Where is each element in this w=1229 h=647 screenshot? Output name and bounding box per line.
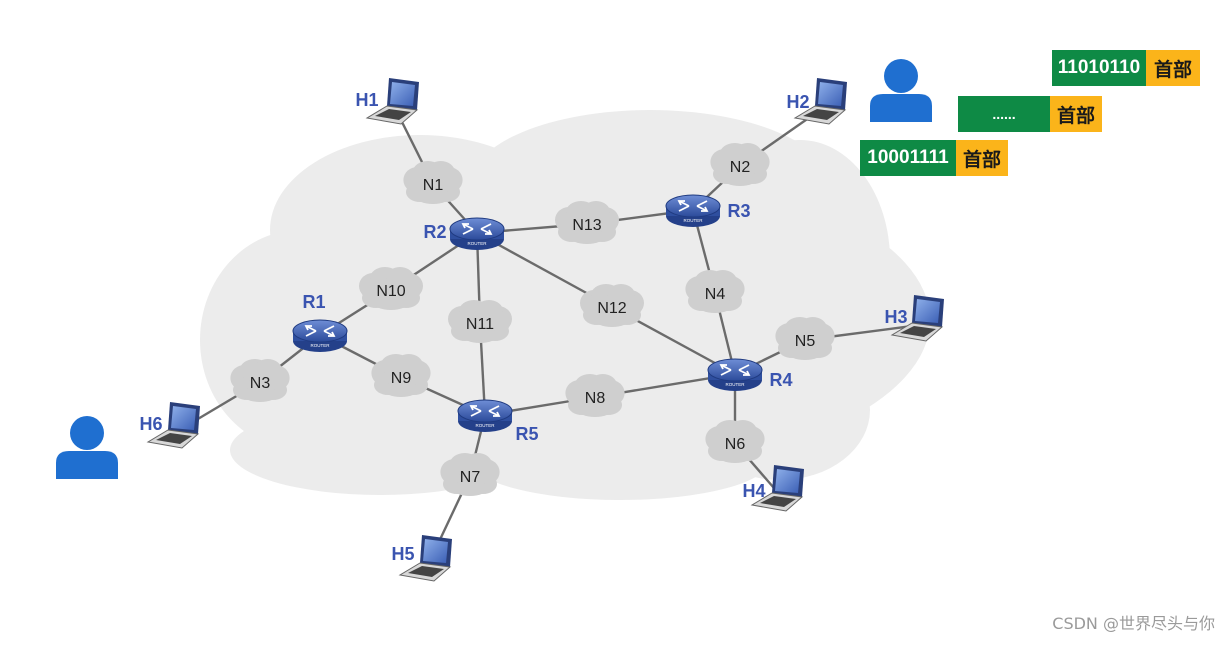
host-label-h1: H1 [355, 90, 379, 110]
router-badge: ROUTER [476, 423, 496, 428]
host-label-h2: H2 [786, 92, 810, 112]
laptop-icon-h1 [365, 78, 419, 125]
router-icon-r3: ROUTER [665, 194, 721, 227]
laptop-icon-h5 [398, 535, 452, 582]
router-icon-r1: ROUTER [292, 319, 348, 352]
network-cloud-n5: N5 [775, 317, 835, 360]
network-cloud-n10: N10 [359, 267, 423, 310]
packet-header: 首部 [956, 140, 1008, 176]
host-label-h6: H6 [139, 414, 163, 434]
network-label: N3 [250, 375, 271, 392]
packet-header: 首部 [1146, 50, 1200, 86]
packet-payload: ...... [958, 96, 1050, 132]
user-icon-sender [56, 416, 118, 479]
network-label: N5 [795, 333, 816, 350]
network-cloud-n7: N7 [440, 453, 500, 496]
host-label-h3: H3 [884, 307, 908, 327]
packet-2: ...... 首部 [958, 96, 1102, 132]
network-cloud-n12: N12 [580, 284, 644, 327]
network-cloud-n8: N8 [565, 374, 625, 417]
network-cloud-n2: N2 [710, 143, 770, 186]
network-label: N12 [597, 300, 626, 317]
router-icon-r2: ROUTER [449, 217, 505, 250]
network-label: N9 [391, 370, 412, 387]
packet-1: 11010110 首部 [1052, 50, 1200, 86]
laptop-icon-h4 [750, 465, 804, 512]
network-label: N10 [376, 283, 405, 300]
host-label-h5: H5 [391, 544, 415, 564]
host-label-h4: H4 [742, 481, 766, 501]
router-label-r2: R2 [423, 222, 447, 242]
network-label: N11 [466, 316, 494, 333]
router-icon-r5: ROUTER [457, 399, 513, 432]
router-icon-r4: ROUTER [707, 358, 763, 391]
user-icon-receiver [870, 59, 932, 122]
router-label-r4: R4 [769, 370, 793, 390]
laptop-icon-h3 [890, 295, 944, 342]
network-cloud-n11: N11 [448, 300, 512, 343]
router-label-r5: R5 [515, 424, 539, 444]
network-label: N7 [460, 469, 481, 486]
network-label: N2 [730, 159, 751, 176]
network-label: N1 [423, 177, 444, 194]
network-label: N6 [725, 436, 746, 453]
packet-header: 首部 [1050, 96, 1102, 132]
laptop-icon-h6 [146, 402, 200, 449]
network-cloud-n6: N6 [705, 420, 765, 463]
packet-payload: 10001111 [860, 140, 956, 176]
network-cloud-n13: N13 [555, 201, 619, 244]
network-label: N4 [705, 286, 726, 303]
packet-payload: 11010110 [1052, 50, 1146, 86]
router-badge: ROUTER [311, 343, 331, 348]
router-badge: ROUTER [468, 241, 488, 246]
network-label: N8 [585, 390, 606, 407]
router-label-r1: R1 [302, 292, 326, 312]
router-label-r3: R3 [727, 201, 751, 221]
network-cloud-n4: N4 [685, 270, 745, 313]
network-cloud-n3: N3 [230, 359, 290, 402]
router-badge: ROUTER [684, 218, 704, 223]
watermark: CSDN @世界尽头与你 [1052, 614, 1215, 633]
network-cloud-n9: N9 [371, 354, 431, 397]
network-label: N13 [572, 217, 601, 234]
network-cloud-n1: N1 [403, 161, 463, 204]
router-badge: ROUTER [726, 382, 746, 387]
packet-3: 10001111 首部 [860, 140, 1008, 176]
laptop-icon-h2 [793, 78, 847, 125]
